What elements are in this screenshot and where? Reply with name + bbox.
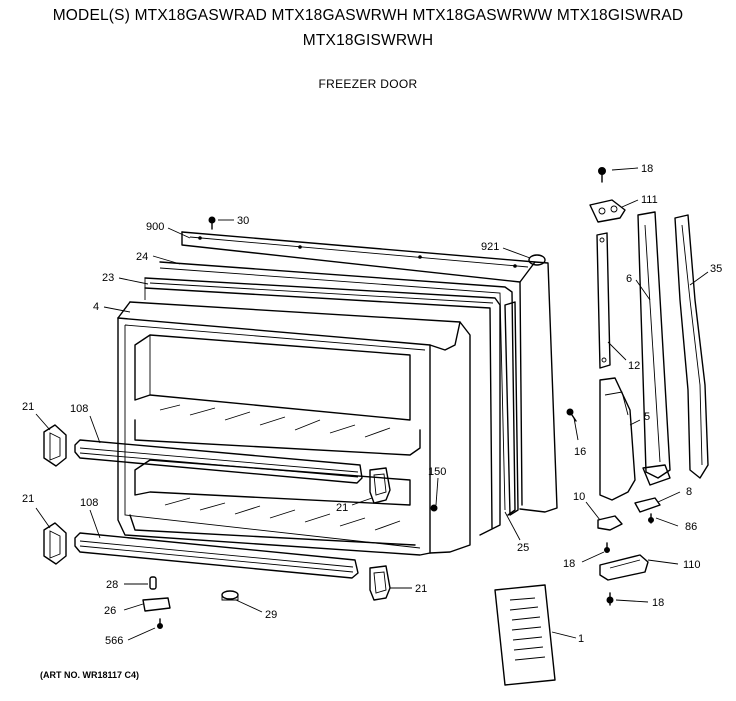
small-parts [142, 576, 171, 612]
outer-door-panel [181, 231, 558, 513]
part-label-12: 12 [628, 360, 640, 372]
model-list-line-2: MTX18GISWRWH [302, 32, 434, 49]
part-label-24: 24 [136, 251, 148, 263]
part-label-16: 16 [574, 446, 586, 458]
hinge-shim [634, 497, 661, 513]
bottom-hinge [599, 554, 649, 581]
shelf-end-cap-left-lower [43, 522, 67, 565]
inner-door-liner [117, 301, 471, 556]
part-label-30: 30 [237, 215, 249, 227]
shelf-end-cap-left-upper [43, 424, 67, 467]
art-number: (ART NO. WR18117 C4) [40, 670, 140, 680]
plug-icon [221, 254, 546, 601]
instruction-card [494, 584, 556, 686]
door-shelf-bar-lower [74, 532, 359, 579]
part-label-566: 566 [105, 635, 123, 647]
part-label-23: 23 [102, 272, 114, 284]
part-label-35: 35 [710, 263, 722, 275]
hinge-cam [599, 377, 636, 501]
part-label-1: 1 [578, 633, 584, 645]
leader-lines [35, 167, 709, 641]
shelf-end-cap-right-lower [369, 565, 391, 601]
part-label-921: 921 [481, 241, 499, 253]
door-liner-strip [159, 261, 516, 516]
part-label-10: 10 [573, 491, 585, 503]
hinge-bar [596, 232, 611, 369]
part-label-86: 86 [685, 521, 697, 533]
hinge-bracket [597, 515, 623, 531]
part-label-6: 6 [626, 273, 632, 285]
door-side-trim [504, 301, 519, 516]
part-label-26: 26 [104, 605, 116, 617]
part-label-111: 111 [641, 194, 658, 206]
part-label-25: 25 [517, 542, 529, 554]
part-labels: 18 111 30 900 921 24 23 4 6 35 12 21 108… [22, 163, 722, 647]
part-label-18: 18 [652, 597, 664, 609]
section-title: FREEZER DOOR [318, 77, 418, 91]
part-label-21: 21 [22, 401, 34, 413]
shelf-end-cap-right-upper [369, 467, 391, 504]
part-label-108: 108 [80, 497, 98, 509]
top-hinge-pin [589, 199, 626, 223]
hinge-cover-right [674, 214, 709, 479]
hinge-cover-left [637, 211, 671, 486]
door-shelf-bar-upper [74, 439, 363, 484]
part-label-21: 21 [415, 583, 427, 595]
part-label-108: 108 [70, 403, 88, 415]
part-label-21: 21 [22, 493, 34, 505]
part-label-5: 5 [644, 411, 650, 423]
part-label-8: 8 [686, 486, 692, 498]
model-list-line-1: MODEL(S) MTX18GASWRAD MTX18GASWRWH MTX18… [52, 7, 684, 24]
part-label-21: 21 [336, 502, 348, 514]
part-label-18: 18 [641, 163, 653, 175]
part-label-110: 110 [683, 559, 701, 571]
part-label-900: 900 [146, 221, 164, 233]
door-gasket [144, 277, 501, 536]
part-label-29: 29 [265, 609, 277, 621]
part-label-18: 18 [563, 558, 575, 570]
part-label-4: 4 [93, 301, 99, 313]
part-label-28: 28 [106, 579, 118, 591]
part-label-150: 150 [428, 466, 446, 478]
